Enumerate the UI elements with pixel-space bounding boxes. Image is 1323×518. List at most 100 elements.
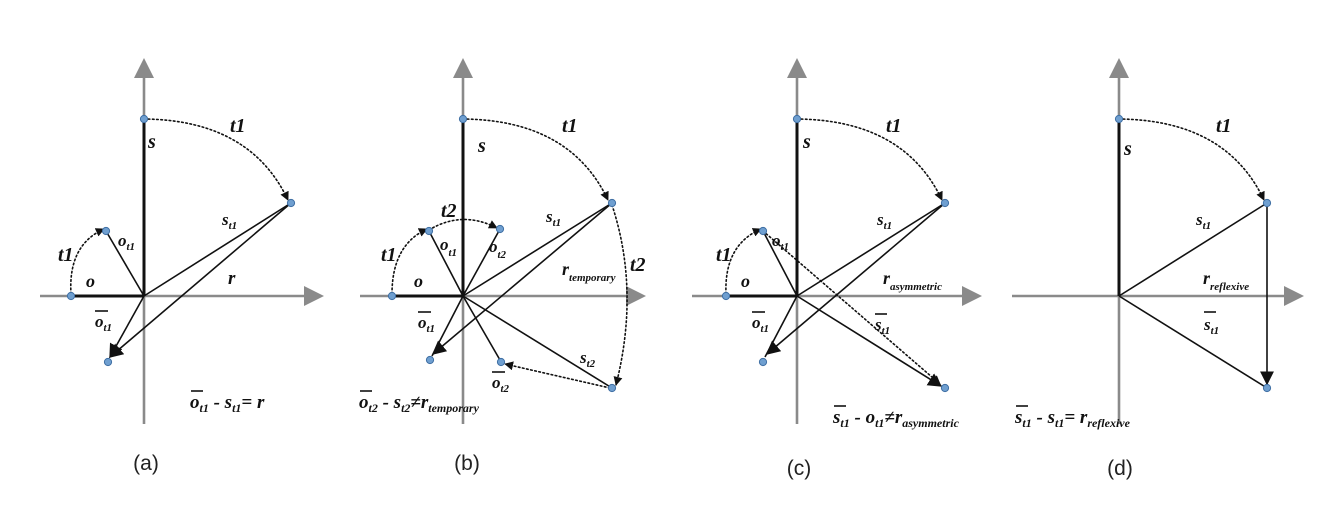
s-point: [458, 114, 468, 124]
panel-d: s t1 st1 rreflexive st1 st1 - st1= rrefl…: [1012, 58, 1304, 480]
svg-text:st1 - st1= rreflexive: st1 - st1= rreflexive: [1014, 407, 1131, 430]
s-bar-t1-vector: [796, 295, 943, 387]
label-r-reflexive: rreflexive: [1203, 268, 1249, 293]
o-bar-t2-vector: [462, 295, 501, 361]
label-s: s: [802, 131, 811, 153]
svg-text:ot2: ot2: [492, 373, 510, 395]
o-t1-point: [758, 226, 768, 236]
s-t1-point: [286, 198, 296, 208]
o-t1-point: [424, 226, 434, 236]
panel-b: s t1 t1 t2 t2 o ot1 ot2 st1 rtemporary o…: [359, 58, 646, 475]
label-o-bar-t2: ot2: [492, 371, 510, 395]
svg-text:ot1 - st1= r: ot1 - st1= r: [190, 392, 265, 415]
caption-a: (a): [133, 452, 159, 475]
equation-b: ot2 - st2≠rtemporary: [359, 390, 480, 415]
label-o-t1: ot1: [772, 231, 789, 253]
o-point: [721, 291, 731, 301]
label-s-bar-t1: st1: [1203, 311, 1219, 337]
t1-rotation-arc-left: [725, 228, 762, 295]
label-s-t1: st1: [1195, 210, 1211, 232]
label-o: o: [414, 271, 423, 291]
o-bar-t1-point: [425, 355, 435, 365]
o-t1-to-s-bar-t1: [762, 230, 941, 385]
s-point: [792, 114, 802, 124]
o-bar-t1-vector: [764, 295, 798, 358]
svg-text:ot1: ot1: [95, 312, 112, 334]
label-s: s: [147, 131, 156, 153]
label-o-t1: ot1: [440, 235, 457, 259]
label-t1-top: t1: [1216, 115, 1232, 137]
label-t2-right: t2: [630, 254, 646, 276]
t1-rotation-arc: [796, 118, 943, 201]
svg-text:ot1: ot1: [418, 313, 435, 335]
o-t1-vector: [428, 230, 464, 297]
svg-text:ot1: ot1: [752, 313, 769, 335]
r-vector: [108, 202, 292, 358]
caption-b: (b): [454, 452, 480, 475]
t2-rotation-arc-right: [611, 204, 628, 386]
s-t1-point: [940, 198, 950, 208]
o-t2-point: [495, 224, 505, 234]
label-t1-left: t1: [58, 244, 74, 266]
s-t2-to-o-bar-t2: [504, 361, 611, 389]
s-t2-point: [607, 383, 617, 393]
label-o-t2: ot2: [489, 237, 507, 261]
s-t1-vector: [143, 202, 292, 297]
o-bar-t1-point: [103, 357, 113, 367]
r-asymmetric-vector: [765, 202, 946, 355]
label-t1-top: t1: [562, 115, 578, 137]
label-t2-top: t2: [441, 200, 457, 222]
label-t1-top: t1: [886, 115, 902, 137]
label-t1-top: t1: [230, 115, 246, 137]
s-point: [1114, 114, 1124, 124]
svg-text:ot2 - st2≠rtemporary: ot2 - st2≠rtemporary: [359, 392, 480, 415]
r-temporary-vector: [431, 202, 613, 355]
label-r-asymmetric: rasymmetric: [883, 268, 942, 293]
o-t1-vector: [762, 230, 798, 297]
o-t2-vector: [462, 228, 501, 297]
o-point: [387, 291, 397, 301]
label-t1-left: t1: [381, 244, 397, 266]
t1-rotation-arc: [462, 118, 609, 201]
equation-d: st1 - st1= rreflexive: [1014, 405, 1131, 430]
o-bar-t1-point: [758, 357, 768, 367]
label-s-t1: st1: [876, 210, 892, 232]
s-t1-vector: [1118, 202, 1268, 297]
s-t1-vector: [796, 202, 946, 297]
s-bar-t1-point: [1262, 383, 1272, 393]
label-s-t1: st1: [221, 210, 237, 232]
label-o-bar-t1: ot1: [418, 311, 435, 335]
label-r-temporary: rtemporary: [562, 259, 616, 284]
t1-rotation-arc-left: [391, 228, 428, 295]
label-t1-left: t1: [716, 244, 732, 266]
caption-c: (c): [787, 457, 812, 480]
s-bar-t1-point: [940, 383, 950, 393]
label-o: o: [86, 271, 95, 291]
caption-d: (d): [1107, 457, 1133, 480]
label-o-t1: ot1: [118, 231, 135, 253]
t1-rotation-arc: [1118, 118, 1265, 201]
svg-text:st1: st1: [874, 315, 890, 337]
panel-a: s t1 t1 o ot1 st1 r ot1 ot1 - st1= r (a): [40, 58, 324, 475]
o-point: [66, 291, 76, 301]
s-t2-vector: [462, 295, 613, 389]
svg-text:st1 - ot1≠rasymmetric: st1 - ot1≠rasymmetric: [832, 407, 960, 430]
t1-rotation-arc: [143, 118, 289, 201]
o-bar-t2-point: [496, 357, 506, 367]
label-s-t2: st2: [579, 348, 596, 370]
label-o: o: [741, 271, 750, 291]
label-r: r: [228, 268, 236, 289]
t1-rotation-arc-left: [69, 228, 105, 295]
s-t1-point: [607, 198, 617, 208]
equation-a: ot1 - st1= r: [190, 390, 265, 415]
s-point: [139, 114, 149, 124]
svg-text:st1: st1: [1203, 315, 1219, 337]
s-t1-vector: [462, 202, 613, 297]
panel-c: s t1 t1 o ot1 st1 rasymmetric ot1 st1 st…: [692, 58, 982, 480]
o-bar-t1-vector: [109, 295, 145, 359]
label-o-bar-t1: ot1: [752, 311, 769, 335]
label-s: s: [1123, 138, 1132, 160]
s-t1-point: [1262, 198, 1272, 208]
o-t1-vector: [105, 230, 145, 297]
